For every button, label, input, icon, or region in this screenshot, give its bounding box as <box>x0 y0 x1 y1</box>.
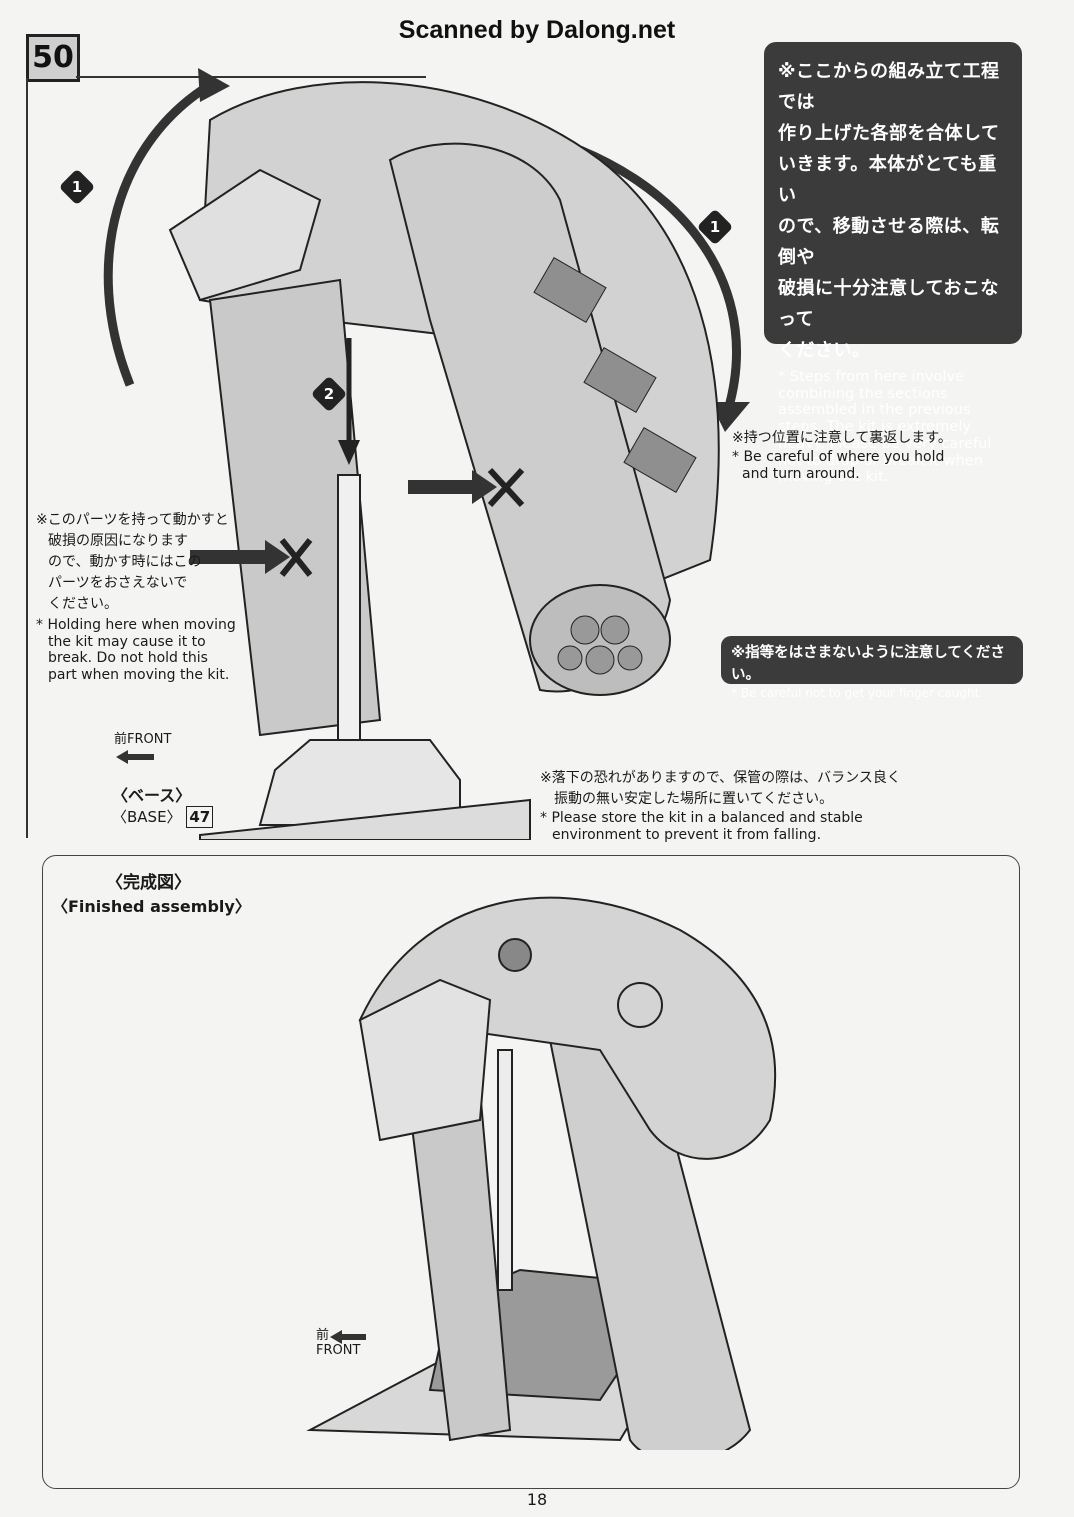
part-handling-note: ※このパーツを持って動かすと 破損の原因になります ので、動かす時にはこの パー… <box>36 512 236 683</box>
no-hold-arrow <box>190 550 270 564</box>
scan-credit: Scanned by Dalong.net <box>398 16 676 44</box>
side-thruster <box>583 346 657 414</box>
storage-note: ※落下の恐れがありますので、保管の際は、バランス良く 振動の無い安定した場所に置… <box>540 770 901 843</box>
finger-caution-note: ※指等をはさまないように注意してください。 * Be careful not t… <box>721 636 1023 700</box>
base-step-ref: 47 <box>186 806 214 828</box>
insert-arrow-head <box>338 440 360 465</box>
step-divider-vertical <box>26 78 28 838</box>
rotate-arrow-right-head <box>710 402 750 432</box>
step-divider <box>76 76 426 78</box>
step-number-badge: 50 <box>26 34 80 82</box>
flip-illustration <box>103 68 750 840</box>
side-thruster <box>623 426 697 494</box>
no-hold-arrow-head <box>265 540 290 574</box>
nozzle <box>570 615 600 645</box>
base-plate <box>199 798 531 840</box>
finished-joint <box>498 938 532 972</box>
finished-assembly-illustration <box>306 896 777 1450</box>
rotate-arrow-right <box>578 145 741 412</box>
nozzle <box>585 645 615 675</box>
front-direction-label-bottom: 前 FRONT <box>316 1328 361 1358</box>
x-mark <box>487 467 525 508</box>
finished-right-cylinder <box>538 968 752 1450</box>
rotate-arrow-left-head <box>198 68 230 102</box>
armor-block <box>168 168 322 302</box>
finished-stand-pole <box>497 1049 513 1291</box>
assembly-warning-jp: ※ここからの組み立て工程では 作り上げた各部を合体して いきます。本体がとても重… <box>778 61 1000 361</box>
assembly-warning-note: ※ここからの組み立て工程では 作り上げた各部を合体して いきます。本体がとても重… <box>764 42 1022 485</box>
x-mark <box>279 538 313 577</box>
nozzle <box>617 645 643 671</box>
marker-1-right: 1 <box>696 208 734 246</box>
finished-joint-ring <box>617 982 663 1028</box>
page-number: 18 <box>526 1490 548 1509</box>
assembly-warning-en: * Steps from here involve combining the … <box>778 368 992 486</box>
front-direction-label: 前FRONT <box>114 732 172 747</box>
finished-armor-block <box>358 978 492 1142</box>
nozzle <box>557 645 583 671</box>
side-thruster <box>533 256 607 324</box>
finished-assembly-title: 〈完成図〉 〈Finished assembly〉 <box>52 873 251 916</box>
marker-1-left: 1 <box>58 168 96 206</box>
nozzle <box>600 615 630 645</box>
front-arrow-icon <box>116 750 154 764</box>
no-hold-arrow-head <box>472 470 497 504</box>
no-hold-arrow <box>408 480 478 494</box>
rotate-arrow-left <box>103 81 213 387</box>
hold-position-note: ※持つ位置に注意して裏返します。 * Be careful of where y… <box>732 430 952 482</box>
base-label: 〈ベース〉 〈BASE〉 47 <box>112 782 214 828</box>
marker-2: 2 <box>310 375 348 413</box>
finished-backpack-shell <box>358 896 777 1160</box>
thruster-end <box>529 584 671 696</box>
finished-assembly-frame <box>42 855 1020 1489</box>
front-arrow-icon-bottom <box>330 1330 366 1344</box>
stand-pole <box>337 474 361 786</box>
